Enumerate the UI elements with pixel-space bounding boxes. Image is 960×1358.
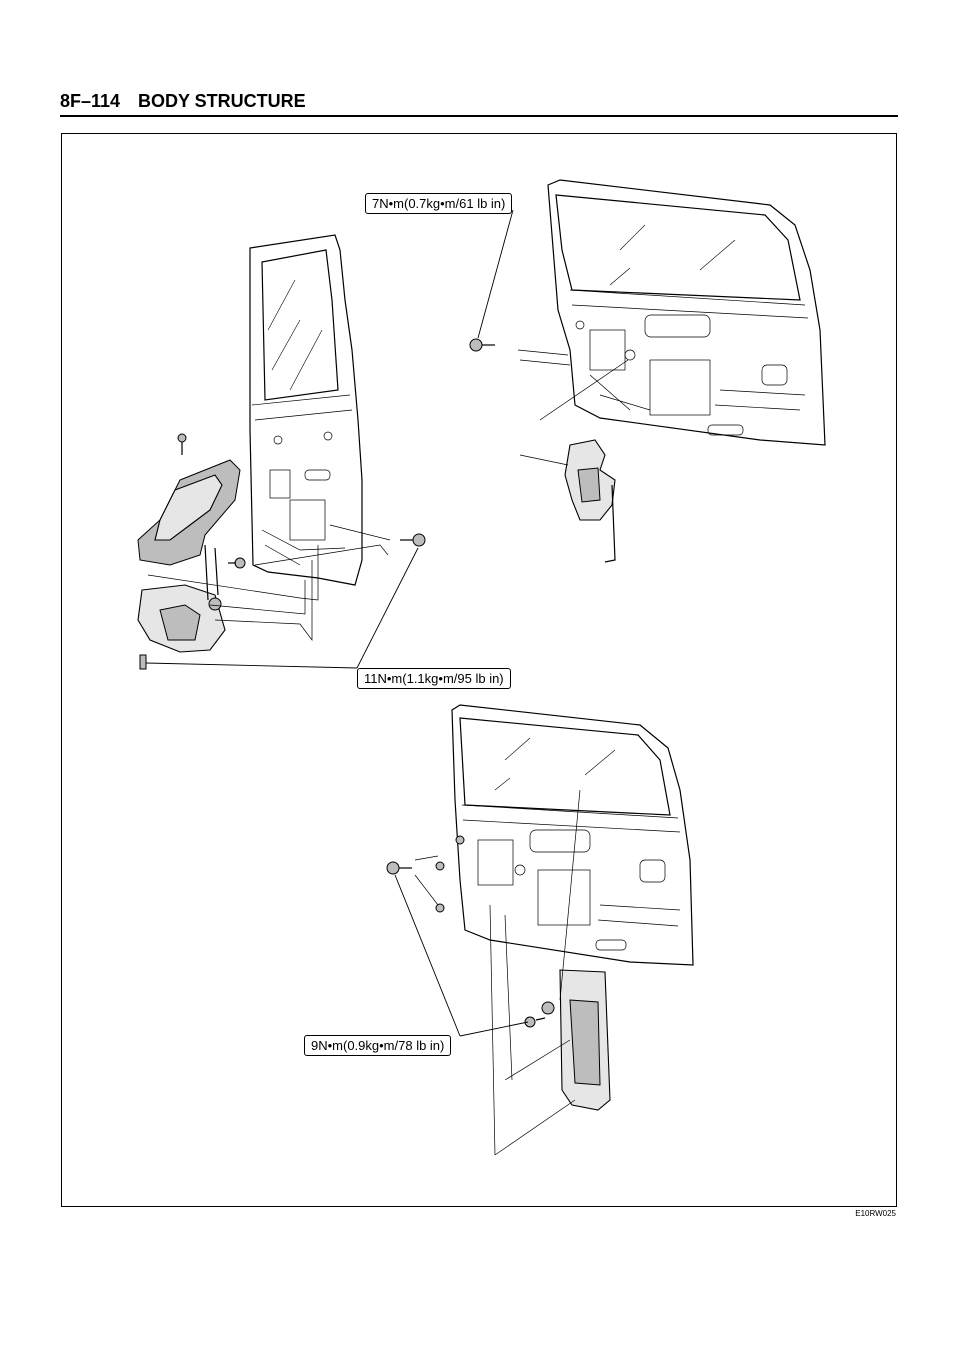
torque-label-9nm: 9N•m(0.9kg•m/78 lb in) bbox=[304, 1035, 452, 1056]
page-header: 8F–114 BODY STRUCTURE bbox=[60, 88, 898, 118]
front-door-panel bbox=[547, 179, 826, 446]
section-title: BODY STRUCTURE bbox=[138, 91, 306, 111]
page-number: 8F–114 bbox=[60, 91, 121, 111]
inside-handle bbox=[524, 969, 611, 1111]
center-bolt bbox=[400, 533, 426, 547]
front-door-screw bbox=[469, 338, 571, 366]
figure-code: E10RW025 bbox=[855, 1209, 896, 1218]
figure-frame bbox=[61, 133, 897, 1207]
torque-label-7nm: 7N•m(0.7kg•m/61 lb in) bbox=[365, 193, 513, 214]
lower-door-bolt bbox=[386, 855, 439, 906]
rear-door-guide-lines bbox=[147, 524, 391, 642]
header-rule bbox=[60, 115, 898, 117]
front-door-lock bbox=[519, 359, 629, 563]
rear-door-panel bbox=[249, 234, 363, 586]
lower-door-panel bbox=[435, 704, 694, 966]
rear-door-bracket bbox=[137, 433, 241, 566]
torque-leaders-lower bbox=[394, 874, 529, 1037]
rear-door-lock-assembly bbox=[137, 544, 246, 670]
torque-label-11nm: 11N•m(1.1kg•m/95 lb in) bbox=[357, 668, 511, 689]
lower-guide-lines bbox=[489, 789, 581, 1156]
torque-leaders-upper bbox=[145, 209, 514, 669]
